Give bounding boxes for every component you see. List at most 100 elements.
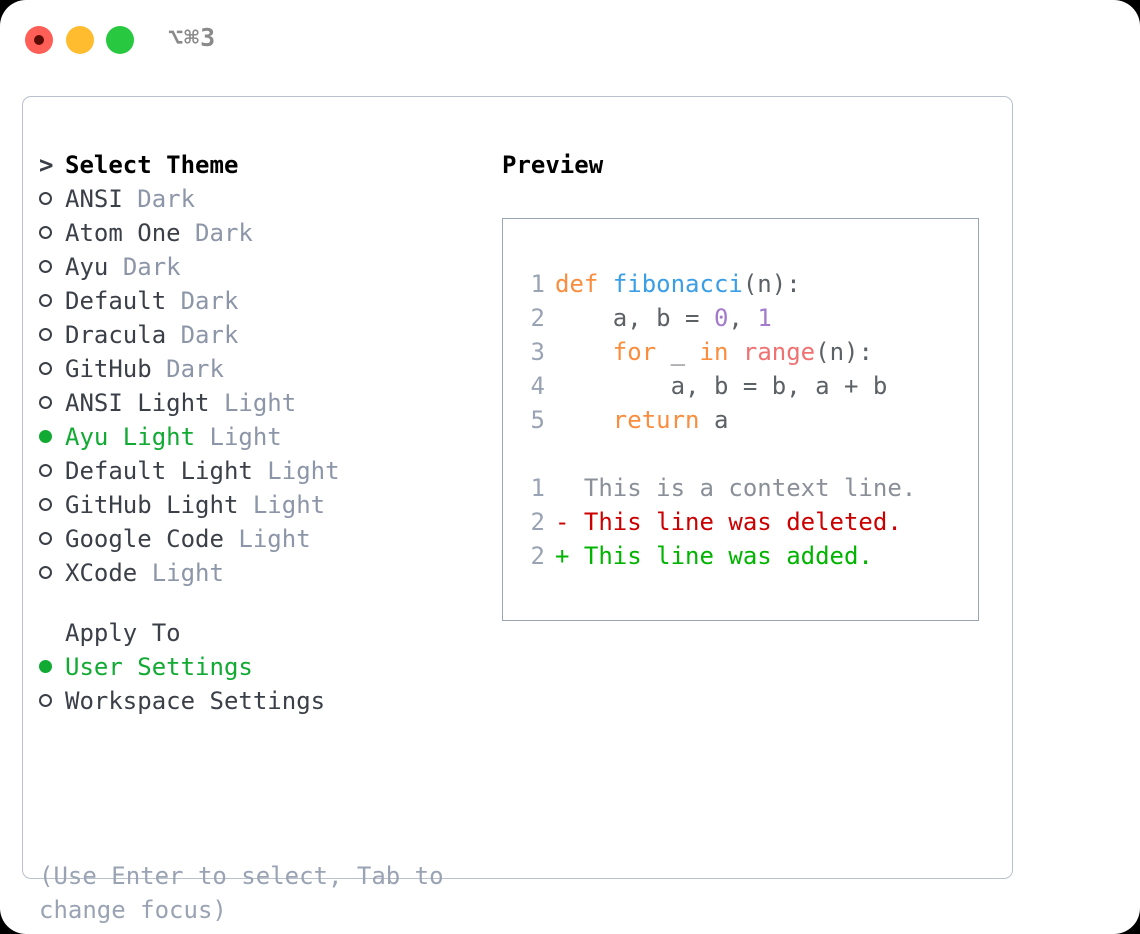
theme-variant-tag: Light [151,559,224,587]
radio-unselected-icon[interactable] [39,454,65,488]
theme-option-ayu[interactable]: Ayu Dark [39,250,479,284]
apply-to-option-workspace-settings[interactable]: Workspace Settings [39,684,479,718]
preview-title: Preview [502,151,604,179]
code-line: 4 a, b = b, a + b [523,369,916,403]
theme-option-default[interactable]: Default Dark [39,284,479,318]
theme-option-github-light[interactable]: GitHub Light Light [39,488,479,522]
code-token: 0 [713,304,729,332]
theme-option-ansi-light[interactable]: ANSI Light Light [39,386,479,420]
line-number: 2 [530,542,545,570]
shortcut-label: ⌥⌘3 [168,23,217,52]
theme-name: XCode [65,559,138,587]
keyboard-hint: (Use Enter to select, Tab to change focu… [39,862,444,924]
theme-option-dracula[interactable]: Dracula Dark [39,318,479,352]
apply-to-name: Workspace Settings [65,687,326,715]
prompt-caret: > [39,151,54,179]
diff-line-del: 2 - This line was deleted. [523,505,916,539]
theme-name: ANSI [65,185,123,213]
page-title: Select Theme [65,151,239,179]
theme-variant-tag: Dark [166,355,224,383]
close-button[interactable] [25,26,53,54]
apply-to-option-user-settings[interactable]: User Settings [39,650,479,684]
theme-name: Dracula [65,321,167,349]
code-token [728,338,742,366]
line-number: 2 [530,508,545,536]
radio-unselected-icon[interactable] [39,216,65,250]
theme-name: GitHub Light [65,491,239,519]
line-number: 4 [530,372,545,400]
theme-variant-tag: Dark [195,219,253,247]
line-number: 1 [530,474,545,502]
code-line: 5 return a [523,403,916,437]
theme-option-ayu-light[interactable]: Ayu Light Light [39,420,479,454]
theme-variant-tag: Light [252,491,326,519]
theme-name: Default [65,287,167,315]
code-token: for [612,338,657,366]
code-token: fibonacci [612,270,743,298]
line-number: 3 [530,338,545,366]
theme-variant-tag: Dark [180,321,239,349]
radio-unselected-icon[interactable] [39,250,65,284]
code-token: range [742,338,816,366]
code-token [598,270,612,298]
radio-unselected-icon[interactable] [39,182,65,216]
code-token: _ [656,338,700,366]
diff-text: + This line was added. [555,542,873,570]
theme-name: Ayu [65,253,109,281]
code-token: return [612,406,700,434]
radio-unselected-icon[interactable] [39,556,65,590]
code-token: a, b = [555,304,714,332]
theme-option-ansi[interactable]: ANSI Dark [39,182,479,216]
code-diff-separator [523,437,916,471]
radio-unselected-icon[interactable] [39,318,65,352]
code-token: 1 [757,304,772,332]
radio-unselected-icon[interactable] [39,386,65,420]
line-number: 5 [530,406,545,434]
theme-option-atom-one[interactable]: Atom One Dark [39,216,479,250]
code-token: (n): [742,270,801,298]
theme-option-google-code[interactable]: Google Code Light [39,522,479,556]
theme-variant-tag: Light [223,389,297,417]
theme-variant-tag: Dark [122,253,181,281]
diff-line-add: 2 + This line was added. [523,539,916,573]
code-token: (n): [815,338,873,366]
theme-variant-tag: Dark [180,287,239,315]
theme-variant-tag: Dark [137,185,196,213]
code-token: a, b = b, a + b [555,372,888,400]
radio-unselected-icon[interactable] [39,352,65,386]
code-line: 2 a, b = 0, 1 [523,301,916,335]
radio-unselected-icon[interactable] [39,684,65,718]
select-theme-header: > Select Theme [39,148,479,182]
apply-to-label: Apply To [65,619,181,647]
radio-unselected-icon[interactable] [39,284,65,318]
theme-name: Default Light [65,457,253,485]
theme-option-default-light[interactable]: Default Light Light [39,454,479,488]
code-token [555,338,613,366]
theme-option-github[interactable]: GitHub Dark [39,352,479,386]
code-token: def [555,270,599,298]
radio-selected-icon[interactable] [39,650,65,684]
theme-variant-tag: Light [267,457,340,485]
diff-text: This is a context line. [555,474,917,502]
theme-name: Ayu Light [65,423,196,451]
radio-unselected-icon[interactable] [39,488,65,522]
theme-option-xcode[interactable]: XCode Light [39,556,479,590]
radio-selected-icon[interactable] [39,420,65,454]
minimize-button[interactable] [66,26,94,54]
maximize-button[interactable] [106,26,134,54]
theme-variant-tag: Light [209,423,282,451]
apply-to-header: Apply To [39,616,479,650]
theme-variant-tag: Light [238,525,311,553]
line-number: 1 [530,270,545,298]
title-bar: ⌥⌘3 [0,0,1140,78]
radio-unselected-icon[interactable] [39,522,65,556]
diff-text: - This line was deleted. [555,508,902,536]
apply-to-name: User Settings [65,653,253,681]
theme-name: ANSI Light [65,389,210,417]
code-token [555,406,613,434]
